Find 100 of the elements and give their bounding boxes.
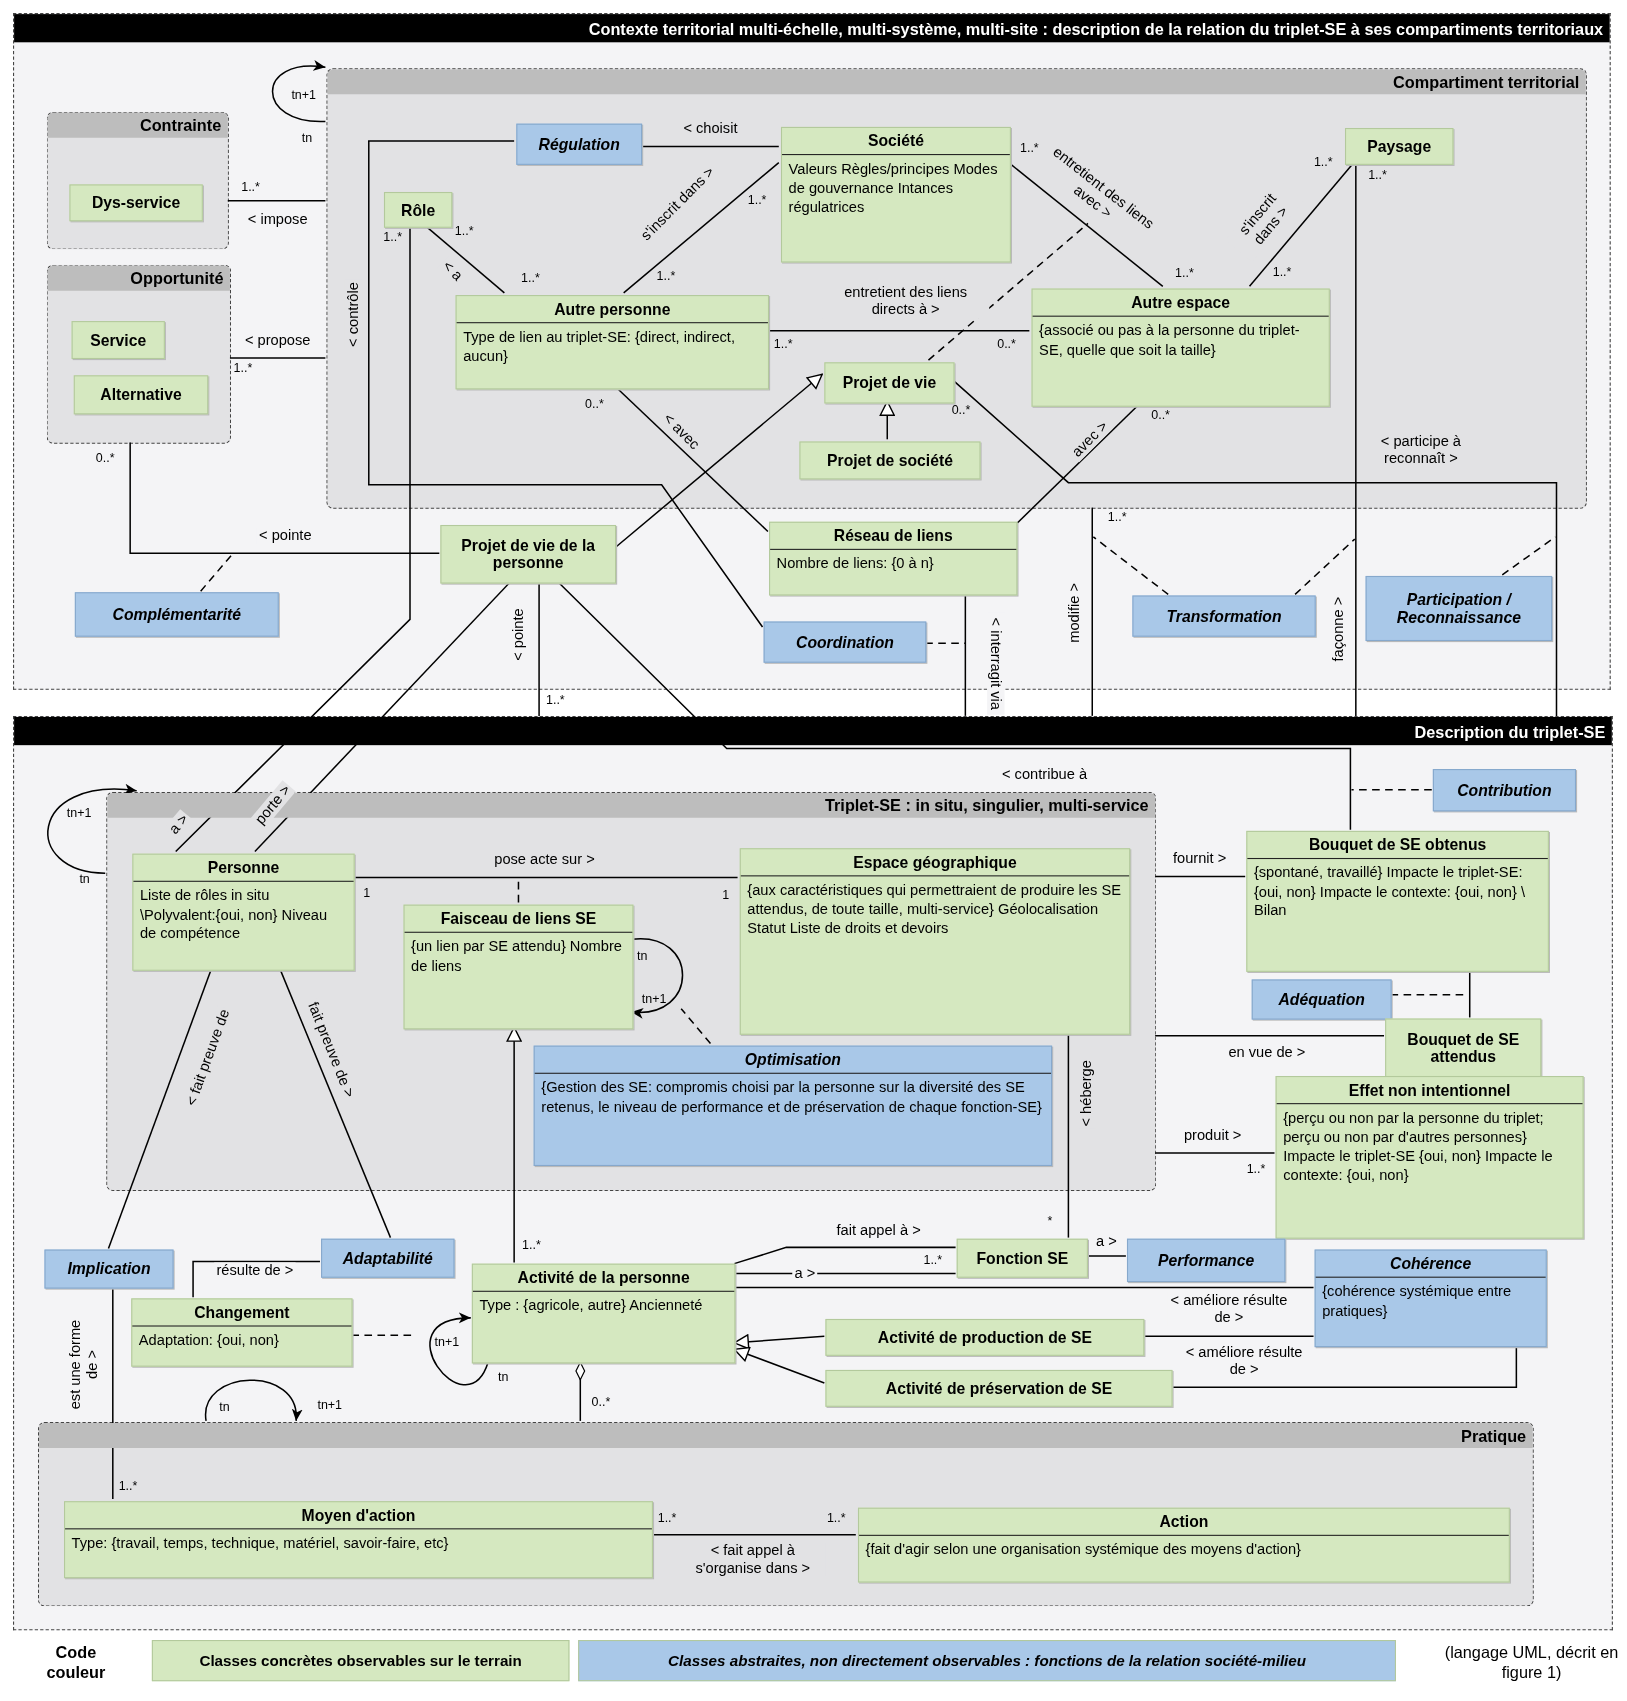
dashed-link xyxy=(1092,536,1169,596)
class-name: Performance xyxy=(1157,1250,1256,1272)
class-box xyxy=(824,362,955,404)
association-line xyxy=(622,161,780,294)
multiplicity-label: 1..* xyxy=(382,230,403,245)
association-line xyxy=(1154,875,1246,878)
multiplicity-label: 0..* xyxy=(584,397,605,413)
attribute-list: {fait d'agir selon une organisation systémique des moyens d'action} xyxy=(859,1534,1509,1582)
association-line xyxy=(1154,1035,1385,1037)
abstract-class-box xyxy=(516,123,643,165)
class-box xyxy=(132,853,355,971)
edge-label: < pointe xyxy=(256,527,314,545)
class-box xyxy=(857,1507,1510,1583)
class-box xyxy=(71,321,165,359)
multiplicity-label: tn+1 xyxy=(433,1335,461,1351)
loop-arrow xyxy=(271,61,327,123)
multiplicity-label: 0..* xyxy=(950,403,972,419)
edge-label: < pointe xyxy=(509,606,528,663)
class-box xyxy=(1275,1076,1584,1239)
class-box xyxy=(1385,1018,1542,1078)
association-line xyxy=(192,1260,321,1298)
edge-label: pose acte sur > xyxy=(492,851,597,869)
class-name: Effet non intentionnel xyxy=(1347,1080,1512,1101)
attribute-list: Adaptation: {oui, non} xyxy=(132,1325,352,1366)
class-name: Société xyxy=(866,131,925,152)
attribute-list: {spontané, travaillé} Impacte le triplet-SE: {oui, non} Impacte le contexte: {oui, non} \ Bilan xyxy=(1247,857,1548,971)
association-line xyxy=(368,140,764,628)
attribute-list: Nombre de liens: {0 à n} xyxy=(770,548,1017,595)
class-name: Action xyxy=(1158,1512,1210,1533)
attribute-list: {cohérence systémique entre pratiques} xyxy=(1315,1276,1546,1347)
class-name: Autre espace xyxy=(1130,292,1232,314)
multiplicity-label: 1..* xyxy=(655,269,677,285)
package-frame xyxy=(46,264,232,444)
multiplicity-label: 1..* xyxy=(746,193,768,209)
abstract-class-box xyxy=(763,621,927,663)
class-box xyxy=(780,126,1011,263)
multiplicity-label: 1..* xyxy=(117,1479,139,1495)
class-name: Adéquation xyxy=(1277,989,1366,1011)
class-box xyxy=(440,525,617,584)
association-line xyxy=(1086,1255,1127,1257)
multiplicity-label: 1..* xyxy=(521,1237,542,1253)
class-name: Projet de société xyxy=(826,450,954,472)
multiplicity-label: 1..* xyxy=(240,180,261,196)
class-name: Dys-service xyxy=(90,193,182,214)
class-box xyxy=(471,1263,736,1364)
class-name: Paysage xyxy=(1366,136,1433,158)
multiplicity-label: tn xyxy=(300,131,314,147)
multiplicity-label: 1..* xyxy=(1367,168,1388,184)
multiplicity-label: 0..* xyxy=(1150,407,1171,423)
class-name: Coordination xyxy=(795,632,895,653)
multiplicity-label: 1..* xyxy=(1271,264,1293,280)
multiplicity-label: 0..* xyxy=(590,1395,612,1410)
class-name: Activité de préservation de SE xyxy=(884,1378,1114,1400)
attribute-list: Liste de rôles in situ \Polyvalent:{oui, non} Niveau de compétence xyxy=(133,880,354,970)
dashed-link xyxy=(680,1008,712,1045)
class-name: Projet de vie de la personne xyxy=(460,535,597,574)
multiplicity-label: tn xyxy=(218,1400,231,1416)
class-box xyxy=(956,1238,1088,1278)
class-box xyxy=(1246,830,1549,972)
abstract-class-box xyxy=(1251,979,1392,1020)
attribute-list: Type de lien au triplet-SE: {direct, indirect, aucun} xyxy=(456,322,768,389)
abstract-class-box xyxy=(1126,1238,1286,1283)
attribute-list: Type : {agricole, autre} Ancienneté xyxy=(472,1290,735,1363)
class-name: Adaptabilité xyxy=(341,1248,434,1269)
legend-label: Classes abstraites, non directement observables : fonctions de la relation société-milieu xyxy=(668,1651,1307,1670)
class-name: Transformation xyxy=(1165,606,1283,627)
attribute-list: Type: {travail, temps, technique, matériel, savoir-faire, etc} xyxy=(65,1528,652,1578)
multiplicity-label: 0..* xyxy=(94,451,116,467)
class-box xyxy=(1345,128,1454,165)
class-name: Complémentarité xyxy=(111,604,243,626)
class-box xyxy=(69,184,203,222)
attribute-list: {perçu ou non par la personne du triplet; perçu ou non par d'autres personnes} Impacte le triplet-SE {oui, non} Impacte le contexte: {oui, non} xyxy=(1276,1103,1583,1238)
multiplicity-label: 1..* xyxy=(922,1252,944,1268)
association-line xyxy=(1091,506,1093,717)
class-box xyxy=(1031,288,1330,407)
attribute-list: {associé ou pas à la personne du triplet-SE, quelle que soit la taille} xyxy=(1032,315,1329,406)
class-name: Activité de production de SE xyxy=(876,1327,1093,1349)
attribute-list: Valeurs Règles/principes Modes de gouvernance Intances régulatrices xyxy=(782,154,1010,262)
association-line xyxy=(733,1246,957,1265)
attribute-list: {Gestion des SE: compromis choisi par la personne sur la diversité des SE retenus, le niveau de performance et de préservation de chaque fonction-SE} xyxy=(534,1072,1052,1165)
class-name: Autre personne xyxy=(553,299,672,320)
multiplicity-label: 1..* xyxy=(825,1511,847,1526)
multiplicity-label: tn+1 xyxy=(290,87,317,103)
class-name: Personne xyxy=(206,858,281,879)
abstract-class-box xyxy=(44,1249,174,1289)
class-box xyxy=(739,848,1131,1035)
class-name: Changement xyxy=(193,1302,291,1324)
class-name: Projet de vie xyxy=(841,373,938,394)
multiplicity-label: * xyxy=(1046,1213,1054,1229)
class-name: Service xyxy=(89,330,148,351)
multiplicity-label: tn+1 xyxy=(640,992,668,1008)
class-name: Cohérence xyxy=(1389,1253,1473,1275)
class-box xyxy=(455,295,770,390)
frame-title: Pratique xyxy=(39,1423,1533,1449)
class-box xyxy=(73,375,209,415)
edge-label: façonne > xyxy=(1329,594,1348,664)
class-name: Alternative xyxy=(99,385,183,406)
legend-label: Classes concrètes observables sur le terrain xyxy=(199,1651,522,1670)
multiplicity-label: 1..* xyxy=(656,1511,678,1526)
class-box xyxy=(825,1369,1173,1407)
